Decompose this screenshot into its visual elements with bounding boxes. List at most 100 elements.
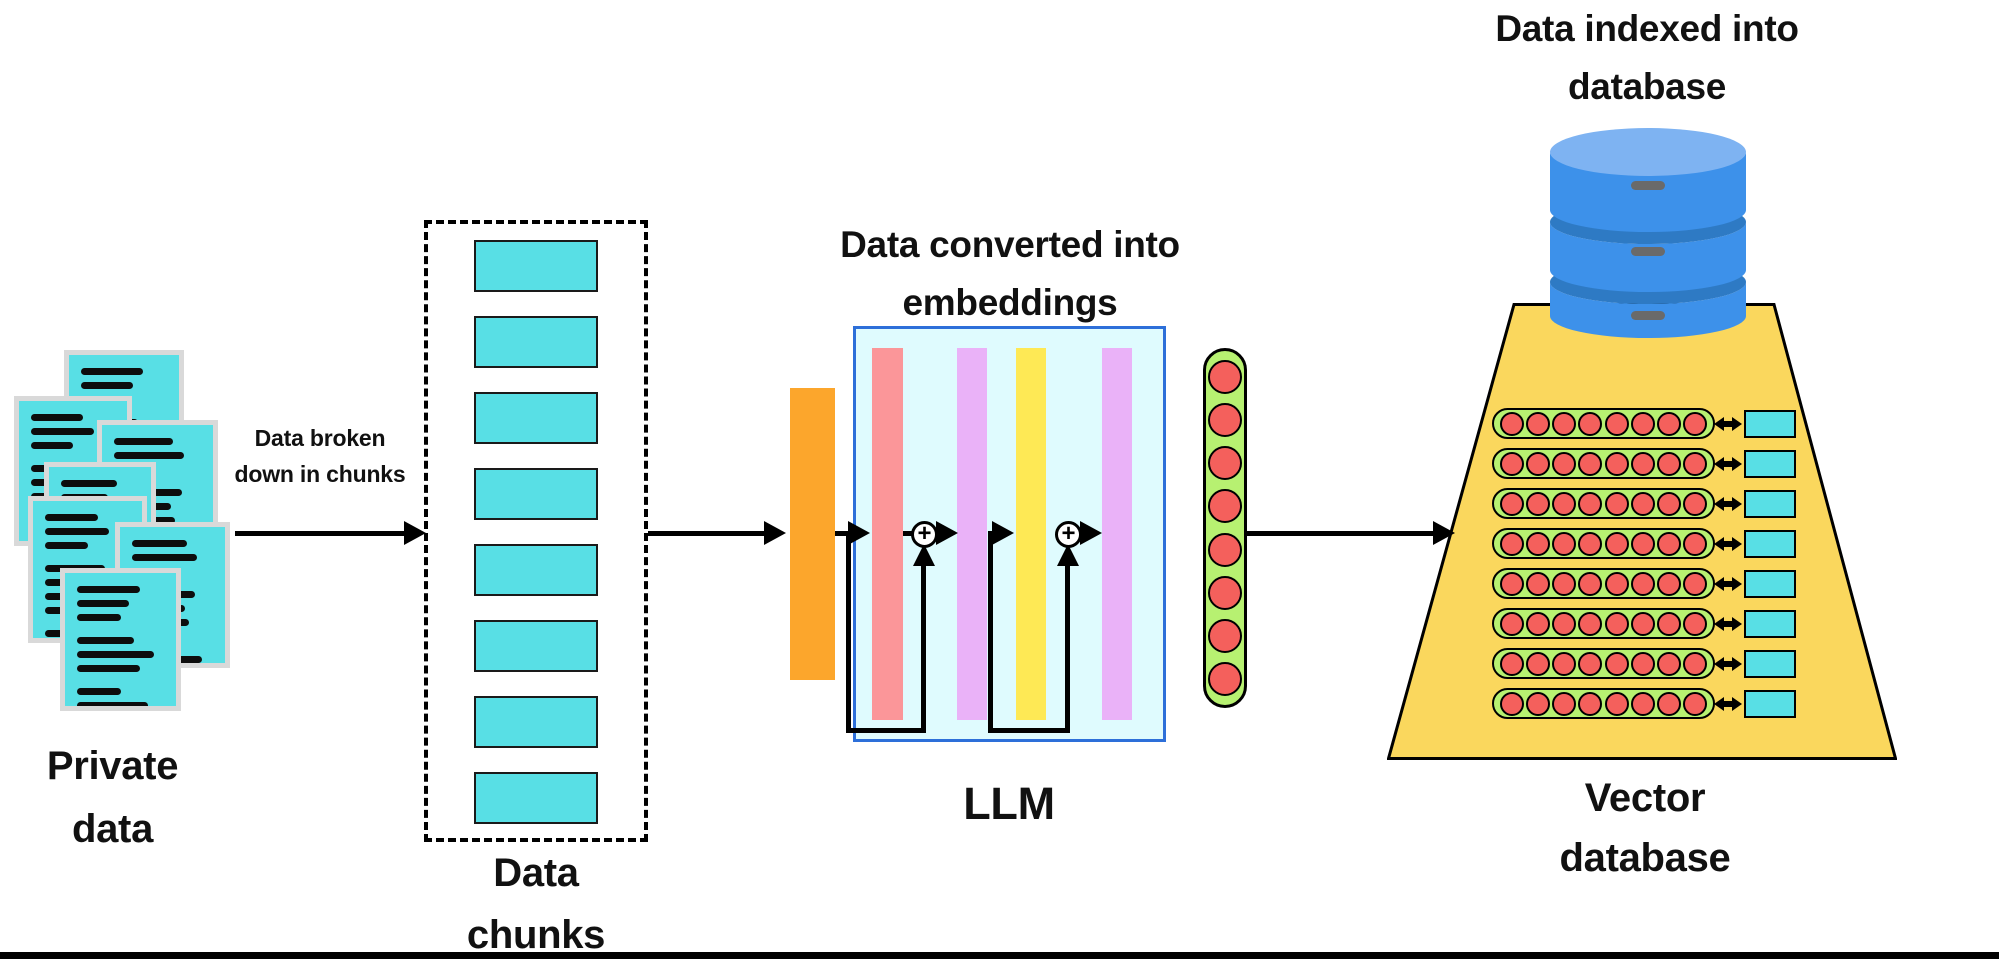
document-text-line: [114, 438, 174, 445]
arrowhead-right: [1080, 521, 1102, 545]
vector-db-label-line1: Vector: [1584, 776, 1706, 820]
text-group-gap: [77, 679, 164, 688]
vector-row-circle: [1630, 491, 1655, 516]
vector-row-circle: [1500, 531, 1525, 556]
embeddings-title: Data converted into embeddings: [810, 216, 1210, 333]
double-arrow-icon: [1714, 453, 1742, 475]
arrowhead-right: [1433, 521, 1455, 545]
document-text-line: [31, 442, 73, 449]
double-arrow-left-head: [1714, 497, 1724, 511]
vector-row-circle: [1656, 491, 1681, 516]
connector-line: [921, 566, 926, 732]
vector-db-label-line2: database: [1559, 836, 1731, 880]
double-arrow-icon: [1714, 413, 1742, 435]
double-arrow-bar: [1721, 421, 1735, 427]
private-data-label: Private data: [10, 735, 215, 861]
vector-row-circle: [1630, 531, 1655, 556]
document-text-line: [77, 651, 154, 658]
document-text-line: [77, 600, 130, 607]
llm-layer-bar-yellow: [1016, 348, 1046, 720]
vector-row-circle: [1682, 651, 1707, 676]
arrowhead-right: [992, 521, 1014, 545]
data-chunks-label: Data chunks: [436, 842, 636, 961]
double-arrow-icon: [1714, 693, 1742, 715]
double-arrow-bar: [1721, 621, 1735, 627]
data-chunk-rect: [474, 696, 598, 748]
embedding-unit-circle: [1208, 360, 1242, 395]
vector-row-circle: [1526, 691, 1551, 716]
connector-line: [648, 531, 764, 536]
embedding-vector-capsule: [1203, 348, 1247, 708]
double-arrow-left-head: [1714, 537, 1724, 551]
vector-row-circle: [1604, 611, 1629, 636]
input-embedding-bar: [790, 388, 835, 680]
connector-line: [903, 531, 912, 536]
vector-row-circle: [1682, 691, 1707, 716]
vector-row-chunk-rect: [1744, 570, 1796, 598]
vector-row-circle: [1500, 491, 1525, 516]
arrowhead-right: [404, 521, 426, 545]
vector-row-circle: [1500, 691, 1525, 716]
connector-line: [235, 531, 404, 536]
plus-icon: +: [1061, 519, 1076, 547]
double-arrow-icon: [1714, 613, 1742, 635]
document-text-line: [114, 452, 184, 459]
connector-line: [988, 728, 1070, 733]
double-arrow-left-head: [1714, 617, 1724, 631]
double-arrow-icon: [1714, 493, 1742, 515]
vector-row-capsule: [1492, 488, 1715, 519]
data-chunk-rect: [474, 468, 598, 520]
double-arrow-left-head: [1714, 697, 1724, 711]
indexed-db-title-line2: database: [1567, 66, 1726, 108]
document-text-line: [77, 586, 140, 593]
vector-row-circle: [1526, 411, 1551, 436]
document-text-line: [77, 665, 140, 672]
embedding-unit-circle: [1208, 661, 1242, 696]
vector-row-capsule: [1492, 608, 1715, 639]
embedding-unit-circle: [1208, 532, 1242, 567]
double-arrow-right-head: [1732, 417, 1742, 431]
vector-row-circle: [1682, 611, 1707, 636]
double-arrow-bar: [1721, 661, 1735, 667]
vector-row-chunk-rect: [1744, 450, 1796, 478]
vector-row-circle: [1552, 571, 1577, 596]
vector-row-circle: [1578, 491, 1603, 516]
double-arrow-bar: [1721, 501, 1735, 507]
chunking-arrow-label: Data broken down in chunks: [228, 420, 412, 493]
arrowhead-right: [848, 521, 870, 545]
llm-layer-bar-salmon: [872, 348, 903, 720]
document-text-line: [81, 368, 143, 375]
embedding-unit-circle: [1208, 446, 1242, 481]
vector-row-circle: [1500, 571, 1525, 596]
vector-row-circle: [1526, 491, 1551, 516]
embeddings-title-line1: Data converted into: [840, 224, 1180, 265]
vector-row-capsule: [1492, 408, 1715, 439]
vector-row-circle: [1526, 451, 1551, 476]
vector-row-circle: [1552, 611, 1577, 636]
document-page: [60, 568, 181, 711]
double-arrow-left-head: [1714, 657, 1724, 671]
vector-row-chunk-rect: [1744, 690, 1796, 718]
document-text-line: [45, 514, 98, 521]
double-arrow-icon: [1714, 533, 1742, 555]
vector-row-capsule: [1492, 568, 1715, 599]
data-chunk-rect: [474, 240, 598, 292]
chunking-arrow-label-line2: down in chunks: [234, 461, 406, 488]
vector-row-circle: [1552, 411, 1577, 436]
double-arrow-right-head: [1732, 577, 1742, 591]
document-text-line: [132, 540, 188, 547]
data-chunk-rect: [474, 316, 598, 368]
llm-layer-bar-violet: [957, 348, 987, 720]
embedding-unit-circle: [1208, 618, 1242, 653]
residual-add-node: +: [911, 521, 938, 548]
double-arrow-left-head: [1714, 577, 1724, 591]
double-arrow-icon: [1714, 653, 1742, 675]
embedding-unit-circle: [1208, 575, 1242, 610]
document-text-line: [61, 480, 118, 487]
double-arrow-left-head: [1714, 417, 1724, 431]
vector-row-circle: [1656, 571, 1681, 596]
data-chunk-rect: [474, 772, 598, 824]
vector-row-circle: [1604, 491, 1629, 516]
vector-row-circle: [1630, 411, 1655, 436]
vector-row-circle: [1630, 571, 1655, 596]
